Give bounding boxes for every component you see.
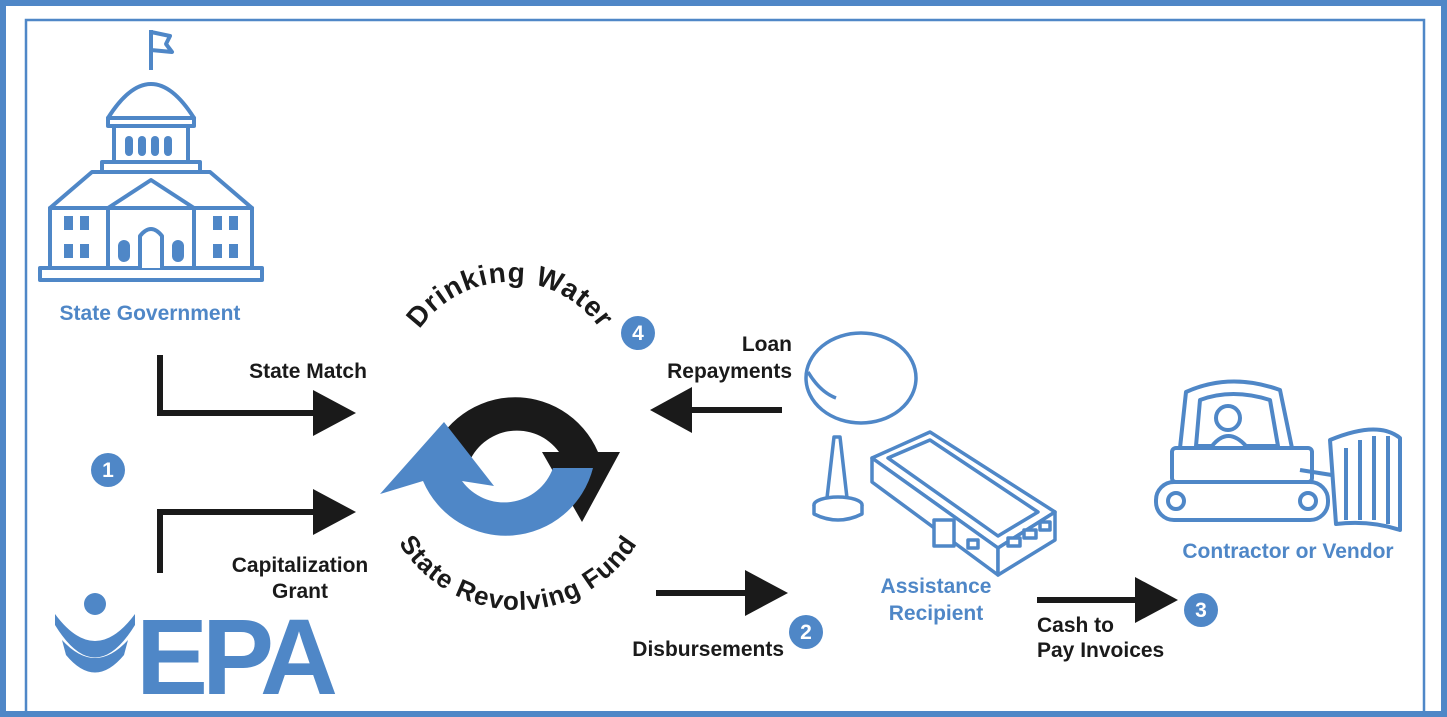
disbursements-label: Disbursements — [632, 638, 784, 661]
step-3-badge: 3 — [1184, 593, 1218, 627]
water-tower-icon — [804, 331, 918, 522]
inner-frame — [24, 18, 1426, 717]
capitalization-grant-arrow — [157, 489, 356, 573]
treatment-plant-icon — [870, 430, 1057, 577]
step-4-badge: 4 — [621, 316, 655, 350]
pay-invoices-label: Pay Invoices — [1037, 639, 1164, 662]
state-match-arrow — [157, 355, 356, 436]
step-2-badge: 2 — [789, 615, 823, 649]
cash-to-label: Cash to — [1037, 614, 1114, 637]
cash-arrow — [1037, 577, 1178, 623]
epa-logo-text: EPA — [136, 596, 336, 717]
svg-text:1: 1 — [102, 459, 114, 482]
epa-logo-icon: EPA — [55, 593, 342, 717]
svg-text:3: 3 — [1195, 599, 1207, 622]
recipient-label: Recipient — [889, 602, 984, 625]
state-government-label: State Government — [60, 302, 241, 325]
bulldozer-icon — [1154, 379, 1402, 532]
capitalization-label: Capitalization — [232, 554, 369, 577]
assistance-label: Assistance — [881, 575, 992, 598]
loan-repayments-arrow — [650, 387, 782, 433]
grant-label: Grant — [272, 580, 328, 603]
svg-text:2: 2 — [800, 621, 812, 644]
contractor-or-vendor-label: Contractor or Vendor — [1182, 540, 1393, 563]
state-match-label: State Match — [249, 360, 367, 383]
step-1-badge: 1 — [91, 453, 125, 487]
capitol-building-icon — [38, 30, 264, 282]
drinking-water-label: Drinking Water — [400, 257, 620, 333]
capitol-windows — [64, 136, 238, 262]
disbursements-arrow — [656, 570, 788, 616]
revolving-arrows-icon — [380, 397, 620, 536]
svg-text:4: 4 — [632, 322, 644, 345]
state-revolving-fund-label: State Revolving Fund — [393, 529, 642, 616]
repayments-label: Repayments — [667, 360, 792, 383]
loan-label: Loan — [742, 333, 792, 356]
